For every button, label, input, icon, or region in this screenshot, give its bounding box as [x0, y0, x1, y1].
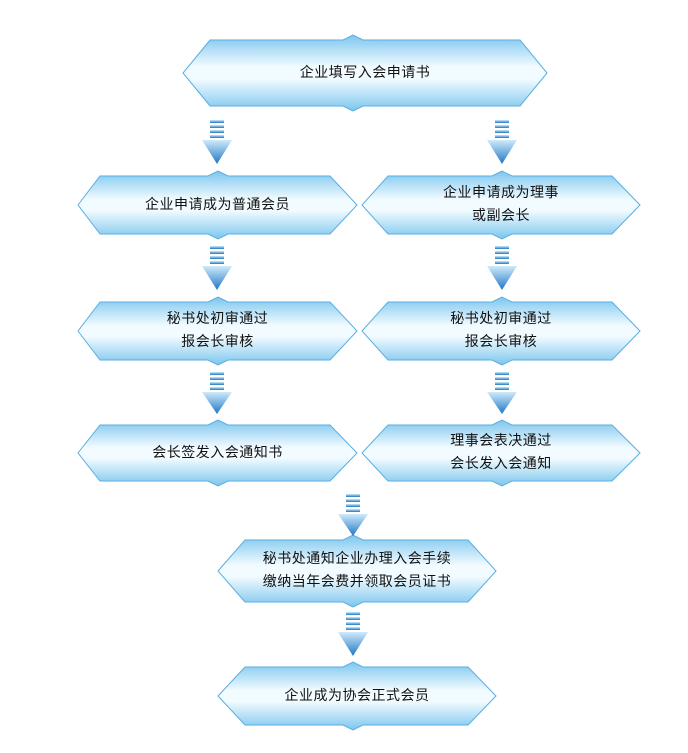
- node-director-review-line-1: 秘书处初审通过: [450, 311, 552, 327]
- arrow-procedures-to-final: [338, 612, 368, 656]
- node-ordinary-review-line-2: 报会长审核: [181, 334, 254, 350]
- box-director-notice: [361, 419, 641, 487]
- node-director-notice-line-1: 理事会表决通过: [450, 433, 552, 449]
- box-director-apply: [361, 170, 641, 240]
- node-ordinary-apply-line-1: 企业申请成为普通会员: [145, 196, 290, 213]
- node-director-review-line-2: 报会长审核: [464, 334, 538, 350]
- node-ordinary-notice: 会长签发入会通知书: [78, 425, 357, 481]
- node-procedures: 秘书处通知企业办理入会手续 缴纳当年会费并领取会员证书: [218, 540, 496, 602]
- arrow-ordinary-to-review: [202, 246, 232, 290]
- node-apply-line-1: 企业填写入会申请书: [299, 64, 431, 81]
- node-final: 企业成为协会正式会员: [218, 667, 496, 725]
- node-apply: 企业填写入会申请书: [183, 40, 547, 106]
- node-ordinary-review: 秘书处初审通过 报会长审核: [78, 302, 357, 360]
- node-ordinary-review-line-1: 秘书处初审通过: [166, 311, 269, 327]
- node-procedures-line-2: 缴纳当年会费并领取会员证书: [262, 574, 452, 590]
- node-director-apply-line-1: 企业申请成为理事: [443, 185, 559, 201]
- arrow-apply-to-ordinary: [202, 120, 232, 164]
- node-ordinary-notice-line-1: 会长签发入会通知书: [152, 444, 283, 461]
- node-director-apply-line-2: 或副会长: [472, 208, 530, 224]
- box-ordinary-review: [77, 296, 358, 366]
- node-ordinary-apply: 企业申请成为普通会员: [78, 176, 357, 234]
- node-final-line-1: 企业成为协会正式会员: [284, 687, 430, 704]
- node-director-apply: 企业申请成为理事 或副会长: [362, 176, 640, 234]
- box-director-review: [361, 296, 641, 366]
- node-procedures-line-1: 秘书处通知企业办理入会手续: [262, 551, 452, 567]
- box-ordinary-notice: [77, 419, 358, 487]
- arrow-director-to-review: [487, 246, 517, 290]
- box-final: [217, 661, 497, 731]
- box-ordinary-apply: [77, 170, 358, 240]
- arrow-ordinary-review-to-notice: [202, 372, 232, 414]
- arrow-director-review-to-notice: [487, 372, 517, 414]
- arrow-apply-to-director: [487, 120, 517, 164]
- node-director-review: 秘书处初审通过 报会长审核: [362, 302, 640, 360]
- arrow-notice-to-procedures: [338, 494, 368, 536]
- node-director-notice-line-2: 会长发入会通知: [450, 456, 552, 472]
- box-apply: [182, 34, 548, 112]
- node-director-notice: 理事会表决通过 会长发入会通知: [362, 425, 640, 481]
